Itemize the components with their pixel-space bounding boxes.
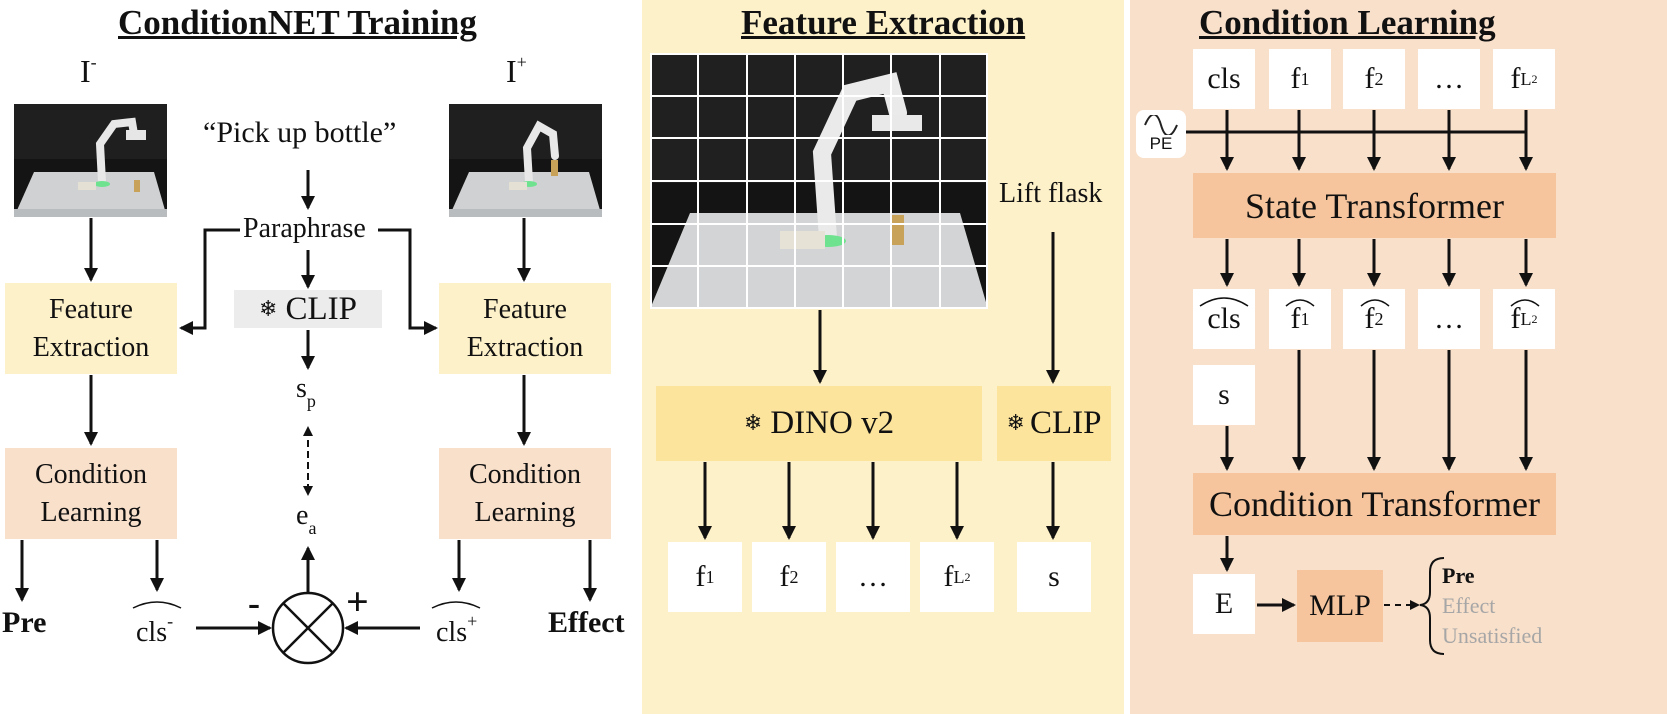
- action-embedding-label: ea: [296, 500, 317, 538]
- clip-box-feature: ❄ CLIP: [997, 386, 1111, 461]
- lift-flask-text: Lift flask: [999, 178, 1103, 209]
- condition-learning-title: Condition Learning: [1199, 3, 1496, 42]
- effect-output-label: Effect: [548, 606, 625, 639]
- snowflake-icon: ❄: [743, 411, 763, 436]
- snowflake-icon: ❄: [259, 296, 278, 322]
- outcome-pre: Pre: [1442, 563, 1475, 588]
- state-transformer-box: State Transformer: [1193, 173, 1556, 238]
- clip-box-training: ❄ CLIP: [234, 290, 382, 328]
- condition-transformer-box: Condition Transformer: [1193, 473, 1556, 535]
- otimes-icon: [271, 591, 345, 665]
- training-title: ConditionNET Training: [118, 3, 477, 42]
- plus-sign: +: [346, 579, 369, 624]
- paraphrase-label: Paraphrase: [243, 213, 366, 244]
- cls-plus-label: cls+: [436, 611, 478, 648]
- condition-learning-box-left: Condition Learning: [5, 448, 177, 539]
- outcome-unsatisfied: Unsatisfied: [1442, 623, 1543, 648]
- feature-extraction-title: Feature Extraction: [741, 3, 1026, 42]
- mlp-box: MLP: [1297, 570, 1383, 642]
- pre-output-label: Pre: [2, 606, 47, 639]
- output-token-cls: cls: [1193, 289, 1255, 349]
- feature-extraction-box-right: Feature Extraction: [439, 283, 611, 374]
- image-plus-label: I+: [506, 52, 527, 89]
- e-token: E: [1193, 574, 1255, 634]
- output-token: …: [1418, 289, 1480, 349]
- s-token-condition: s: [1193, 365, 1255, 425]
- robot-image-grid: [650, 53, 988, 309]
- instruction-text: “Pick up bottle”: [203, 116, 397, 149]
- minus-sign: -: [248, 583, 260, 623]
- paraphrase-embedding-label: sp: [296, 373, 316, 411]
- outcome-effect: Effect: [1442, 593, 1496, 618]
- positional-encoding-badge: PE: [1136, 110, 1186, 158]
- sine-wave-icon: [1144, 115, 1178, 135]
- s-token-feature: s: [1017, 542, 1091, 612]
- input-token: …: [1418, 49, 1480, 109]
- cls-minus-label: cls-: [136, 611, 174, 648]
- robot-image-before: [14, 104, 167, 217]
- feature-token: …: [836, 542, 910, 612]
- condition-learning-box-right: Condition Learning: [439, 448, 611, 539]
- snowflake-icon: ❄: [1006, 411, 1025, 436]
- feature-extraction-box-left: Feature Extraction: [5, 283, 177, 374]
- robot-image-after: [449, 104, 602, 217]
- dino-box: ❄ DINO v2: [656, 386, 982, 461]
- input-token-cls: cls: [1193, 49, 1255, 109]
- image-minus-label: I-: [80, 52, 97, 89]
